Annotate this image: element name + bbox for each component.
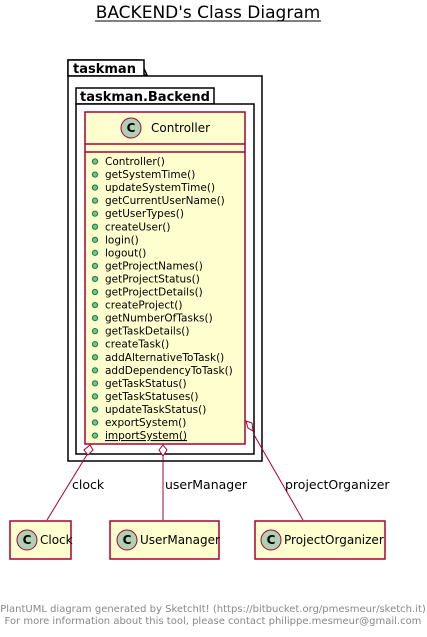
diagram-title: BACKEND's Class Diagram: [96, 3, 321, 23]
controller-method: getTaskStatus(): [105, 378, 187, 390]
public-visibility-icon: [91, 380, 99, 387]
controller-method: updateTaskStatus(): [105, 404, 206, 416]
public-visibility-icon: [91, 197, 99, 204]
public-visibility-icon: [91, 432, 99, 439]
controller-method: createUser(): [105, 221, 170, 233]
public-visibility-icon: [91, 210, 99, 217]
controller-method: getUserTypes(): [105, 208, 184, 220]
controller-method: getProjectStatus(): [105, 273, 200, 285]
public-visibility-icon: [91, 288, 99, 296]
public-visibility-icon: [91, 223, 99, 230]
edge-clock-label: clock: [72, 477, 105, 492]
clock-name: Clock: [40, 533, 73, 547]
public-visibility-icon: [91, 184, 99, 191]
edges: clock userManager projectOrganizer: [46, 420, 390, 521]
public-visibility-icon: [91, 236, 99, 243]
controller-name: Controller: [151, 121, 210, 135]
public-visibility-icon: [91, 158, 99, 165]
usermanager-name: UserManager: [140, 533, 220, 547]
projectorganizer-class-letter: C: [267, 533, 276, 547]
class-projectorganizer: C ProjectOrganizer: [254, 520, 386, 560]
clock-class-icon: [16, 529, 38, 551]
public-visibility-icon: [91, 249, 99, 256]
edge-clock-line: [46, 452, 89, 521]
public-visibility-icon: [91, 419, 99, 426]
edge-clock-diamond: [83, 444, 94, 456]
package-taskman-label: taskman: [73, 62, 136, 77]
controller-method: getProjectNames(): [105, 260, 203, 272]
public-visibility-icon: [91, 328, 99, 335]
controller-class-icon: [120, 117, 142, 139]
controller-method: getCurrentUserName(): [105, 195, 225, 207]
projectorganizer-name: ProjectOrganizer: [284, 533, 384, 547]
class-usermanager: C UserManager: [109, 520, 220, 560]
edge-usermanager-diamond: [158, 444, 168, 457]
projectorganizer-class-icon: [260, 529, 282, 551]
package-backend-label: taskman.Backend: [80, 90, 210, 105]
controller-method: getNumberOfTasks(): [105, 313, 213, 325]
footer-line-1: PlantUML diagram generated by SketchIt! …: [0, 604, 426, 615]
public-visibility-icon: [91, 171, 99, 178]
edge-projectorganizer-line: [252, 432, 304, 521]
controller-method: updateSystemTime(): [105, 182, 215, 194]
footer-line-2: For more information about this tool, pl…: [5, 616, 422, 627]
class-controller: C Controller Controller()getSystemTime()…: [84, 111, 246, 445]
class-clock: C Clock: [9, 520, 73, 560]
controller-method: getTaskDetails(): [105, 326, 190, 338]
controller-method: login(): [105, 234, 139, 246]
controller-method: getSystemTime(): [105, 169, 195, 181]
controller-method: addAlternativeToTask(): [105, 352, 224, 364]
edge-projectorganizer-label: projectOrganizer: [285, 477, 390, 492]
controller-method: getTaskStatuses(): [105, 391, 199, 403]
controller-method: createTask(): [105, 339, 169, 351]
public-visibility-icon: [91, 315, 99, 322]
edge-projectorganizer-diamond: [245, 420, 254, 432]
controller-class-letter: C: [127, 121, 136, 135]
controller-box: [84, 111, 246, 445]
clock-class-letter: C: [23, 533, 32, 547]
controller-method: Controller(): [105, 156, 165, 168]
usermanager-class-icon: [116, 529, 138, 551]
public-visibility-icon: [91, 275, 99, 283]
usermanager-class-letter: C: [123, 533, 132, 547]
controller-method-list: Controller()getSystemTime()updateSystemT…: [91, 156, 233, 442]
controller-method: addDependencyToTask(): [105, 365, 233, 377]
public-visibility-icon: [91, 262, 99, 269]
public-visibility-icon: [91, 354, 99, 361]
edge-usermanager-label: userManager: [165, 477, 248, 492]
controller-method: getProjectDetails(): [105, 287, 203, 299]
controller-method: exportSystem(): [105, 417, 186, 429]
public-visibility-icon: [91, 341, 99, 348]
public-visibility-icon: [91, 301, 99, 309]
public-visibility-icon: [91, 406, 99, 413]
controller-method: importSystem(): [105, 430, 187, 442]
public-visibility-icon: [91, 367, 99, 374]
public-visibility-icon: [91, 393, 99, 400]
controller-method: createProject(): [105, 300, 182, 312]
controller-method: logout(): [105, 247, 146, 259]
